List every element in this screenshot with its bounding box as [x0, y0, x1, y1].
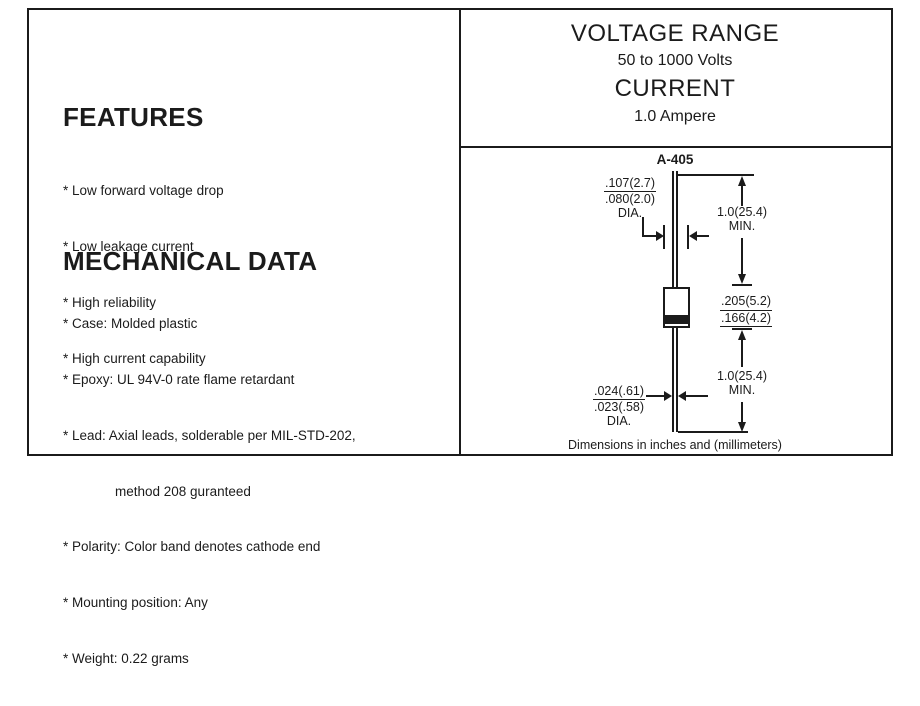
voltage-range-title: VOLTAGE RANGE [570, 20, 780, 47]
dimension-arrow-right-icon [664, 391, 672, 401]
extension-line [678, 174, 754, 176]
leader-line [686, 395, 708, 397]
lead-length-bottom-dimension: 1.0(25.4) MIN. [712, 369, 772, 397]
mechanical-item: * Lead: Axial leads, solderable per MIL-… [63, 427, 356, 443]
mechanical-data-list: * Case: Molded plastic * Epoxy: UL 94V-0… [63, 278, 356, 706]
body-length-dimension: .205(5.2) .166(4.2) [716, 294, 776, 327]
extension-tick [732, 328, 752, 330]
lead-diameter-bottom-dimension: .024(.61) .023(.58) DIA. [588, 384, 650, 428]
mechanical-item: * Mounting position: Any [63, 595, 208, 611]
dimension-line [741, 186, 743, 206]
lead-diameter-bottom-min: .023(.58) [593, 400, 645, 414]
leader-line [642, 217, 644, 237]
leader-line [646, 395, 664, 397]
package-name-label: A-405 [656, 152, 694, 167]
lead-diameter-bottom-max: .024(.61) [592, 384, 646, 400]
dimensions-note: Dimensions in inches and (millimeters) [568, 438, 782, 452]
header-divider [459, 146, 891, 148]
body-length-max: .205(5.2) [719, 294, 773, 311]
voltage-range-value: 50 to 1000 Volts [617, 52, 733, 69]
feature-item: * Low forward voltage drop [63, 183, 224, 199]
lead-length-top-value: 1.0(25.4) [716, 205, 768, 219]
lead-diameter-top-min: .080(2.0) [604, 192, 656, 206]
extension-tick [732, 284, 752, 286]
mechanical-data-title: MECHANICAL DATA [63, 246, 318, 276]
dimension-arrow-up-icon [738, 176, 746, 186]
lead-diameter-top-dimension: .107(2.7) .080(2.0) DIA. [600, 176, 660, 220]
current-value: 1.0 Ampere [634, 108, 716, 125]
dimension-arrow-left-icon [689, 231, 697, 241]
leader-line [642, 235, 656, 237]
datasheet-page: { "left": { "features": { "title": "FEAT… [27, 8, 893, 666]
mechanical-item-continuation: method 208 guranteed [115, 483, 251, 499]
extension-tick [687, 225, 689, 249]
dimension-line [741, 402, 743, 422]
dimension-arrow-down-icon [738, 422, 746, 432]
lead-length-top-qualifier: MIN. [728, 218, 756, 233]
body-length-min: .166(4.2) [719, 311, 773, 327]
dimension-arrow-right-icon [656, 231, 664, 241]
extension-line [678, 431, 748, 433]
feature-item: * Low leakage current [63, 238, 194, 254]
dimension-arrow-left-icon [678, 391, 686, 401]
dimension-line [741, 340, 743, 367]
lead-length-top-dimension: 1.0(25.4) MIN. [712, 205, 772, 233]
feature-item: * High reliability [63, 294, 157, 310]
dimension-arrow-up-icon [738, 330, 746, 340]
extension-tick [663, 225, 665, 249]
page-border-frame: FEATURES * Low forward voltage drop * Lo… [27, 8, 893, 666]
mechanical-item: * Epoxy: UL 94V-0 rate flame retardant [63, 371, 295, 387]
lead-length-bottom-qualifier: MIN. [728, 382, 756, 397]
mechanical-item: * Polarity: Color band denotes cathode e… [63, 539, 321, 555]
leader-line [697, 235, 709, 237]
features-title: FEATURES [63, 102, 204, 132]
lead-diameter-top-max: .107(2.7) [603, 176, 657, 192]
vertical-divider [459, 10, 461, 454]
dimension-line [741, 238, 743, 274]
mechanical-item: * Weight: 0.22 grams [63, 650, 189, 666]
lead-diameter-top-suffix: DIA. [617, 206, 643, 220]
diode-body [663, 287, 690, 328]
cathode-band [665, 315, 688, 324]
features-list: * Low forward voltage drop * Low leakage… [63, 145, 224, 405]
lead-length-bottom-value: 1.0(25.4) [716, 369, 768, 383]
mechanical-item: * Case: Molded plastic [63, 316, 198, 332]
feature-item: * High current capability [63, 350, 206, 366]
dimension-arrow-down-icon [738, 274, 746, 284]
current-title: CURRENT [614, 75, 736, 102]
lead-diameter-bottom-suffix: DIA. [606, 414, 632, 428]
ratings-header: VOLTAGE RANGE 50 to 1000 Volts CURRENT 1… [459, 21, 891, 126]
